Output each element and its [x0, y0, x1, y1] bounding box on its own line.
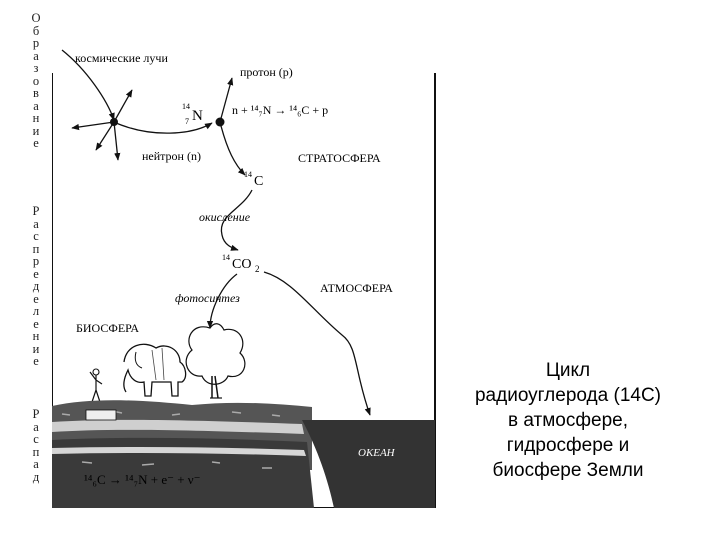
slide-caption: Цикл радиоуглерода (14С) в атмосфере, ги… — [448, 358, 688, 483]
side-label-letter: л — [33, 305, 39, 318]
side-label-letter: з — [34, 62, 39, 75]
nuclear-reaction-equation: n + ¹⁴₇N → ¹⁴₆C + p — [232, 103, 328, 117]
side-label-letter: д — [33, 280, 39, 293]
nitrogen-14-mass: 14 — [182, 102, 190, 111]
side-label-letter: с — [33, 433, 39, 446]
co2-subscript: 2 — [255, 264, 260, 274]
carbon-14-mass: 14 — [244, 170, 252, 179]
cosmic-ray-collision-dot — [110, 118, 118, 126]
side-label-letter: а — [33, 458, 39, 471]
side-label-letter: О — [31, 12, 40, 25]
ocean-label: ОКЕАН — [358, 447, 396, 459]
side-label-letter: н — [33, 112, 40, 125]
tree-illustration — [186, 324, 245, 398]
radioactive-decay-equation: ¹⁴₆C → ¹⁴₇N + e⁻ + ν⁻ — [84, 472, 201, 487]
caption-line: радиоуглерода (14С) — [448, 383, 688, 408]
cosmic-rays-label: космические лучи — [75, 51, 168, 65]
photosynthesis-label: фотосинтез — [175, 291, 240, 305]
carbon-14-symbol: C — [254, 174, 263, 189]
proton-label: протон (p) — [240, 65, 293, 79]
neutron-label: нейтрон (n) — [142, 149, 201, 163]
oxidation-label: окисление — [199, 210, 251, 224]
co2-mass: 14 — [222, 253, 230, 262]
caption-line: гидросфере и — [448, 433, 688, 458]
nitrogen-14-symbol: N — [192, 108, 203, 124]
caption-line: биосфере Земли — [448, 458, 688, 483]
stratosphere-label: СТРАТОСФЕРА — [298, 151, 381, 165]
side-label-letter: е — [33, 355, 39, 368]
side-label-letter: в — [33, 87, 39, 100]
co2-symbol: CO — [232, 257, 251, 272]
mammoth-illustration — [124, 344, 186, 396]
nitrogen-14-atomic: 7 — [185, 117, 189, 126]
ocean-area — [302, 420, 435, 508]
caption-line: Цикл — [448, 358, 688, 383]
biosphere-label: БИОСФЕРА — [76, 321, 139, 335]
atmosphere-label: АТМОСФЕРА — [320, 281, 393, 295]
nitrogen-collision-dot — [216, 118, 225, 127]
side-label-letter: е — [33, 137, 39, 150]
side-label-letter: Р — [33, 408, 40, 421]
side-label-letter: Р — [33, 205, 40, 218]
side-label-letter: д — [33, 471, 39, 484]
caption-line: в атмосфере, — [448, 408, 688, 433]
human-figure-illustration — [90, 369, 102, 402]
side-label-letter: р — [33, 255, 39, 268]
radiocarbon-cycle-diagram: космические лучи протон (p) 14 7 N n + ¹… — [52, 10, 444, 508]
side-label-letter: р — [33, 37, 39, 50]
side-label-letter: с — [33, 230, 39, 243]
side-label-letter: н — [33, 330, 40, 343]
